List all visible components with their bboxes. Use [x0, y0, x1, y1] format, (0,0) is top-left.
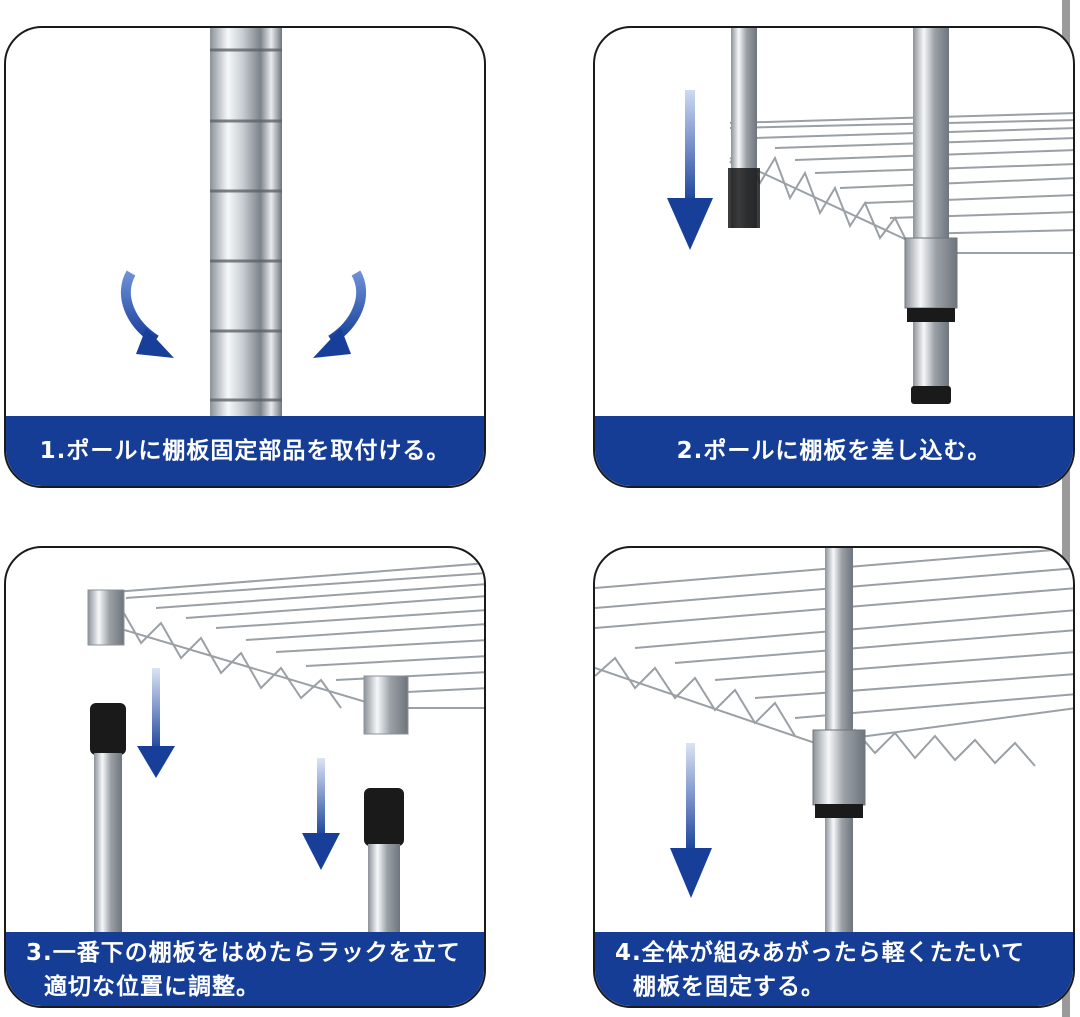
pole: [728, 28, 958, 404]
page-edge-bar: [1062, 0, 1070, 1017]
down-arrow-icon: [670, 743, 712, 898]
step-3-illustration: [87, 562, 484, 948]
caption-line: 3.一番下の棚板をはめたらラックを立て: [26, 940, 461, 966]
caption-line: 棚板を固定する。: [633, 974, 825, 1000]
step-panel-2: 2.ポールに棚板を差し込む。: [593, 26, 1075, 488]
step-panel-4: 4.全体が組みあがったら軽くたたいて 棚板を固定する。: [593, 546, 1075, 1008]
step-panel-1: 1.ポールに棚板固定部品を取付ける。: [4, 26, 486, 488]
step-1-illustration: [120, 28, 367, 428]
down-arrow-icon: [667, 90, 713, 250]
curved-arrow-icon: [313, 270, 367, 358]
wire-shelf: [729, 112, 1073, 254]
step-1-caption: 1.ポールに棚板固定部品を取付ける。: [6, 416, 484, 486]
pole: [90, 703, 404, 948]
step-2-caption: 2.ポールに棚板を差し込む。: [595, 416, 1073, 486]
pole-sleeve: [87, 589, 409, 735]
step-4-illustration: [595, 548, 1073, 948]
caption-line: 1.ポールに棚板固定部品を取付ける。: [39, 438, 451, 464]
step-panel-3: 3.一番下の棚板をはめたらラックを立て 適切な位置に調整。: [4, 546, 486, 1008]
step-3-caption: 3.一番下の棚板をはめたらラックを立て 適切な位置に調整。: [6, 932, 484, 1006]
pole: [812, 548, 866, 948]
curved-arrow-icon: [120, 270, 174, 358]
down-arrow-icon: [302, 758, 340, 870]
pole: [210, 28, 282, 428]
step-4-caption: 4.全体が組みあがったら軽くたたいて 棚板を固定する。: [595, 932, 1073, 1006]
caption-line: 適切な位置に調整。: [44, 974, 260, 1000]
caption-line: 2.ポールに棚板を差し込む。: [676, 438, 992, 464]
step-2-illustration: [667, 28, 1073, 404]
down-arrow-icon: [137, 668, 175, 778]
caption-line: 4.全体が組みあがったら軽くたたいて: [615, 940, 1026, 966]
